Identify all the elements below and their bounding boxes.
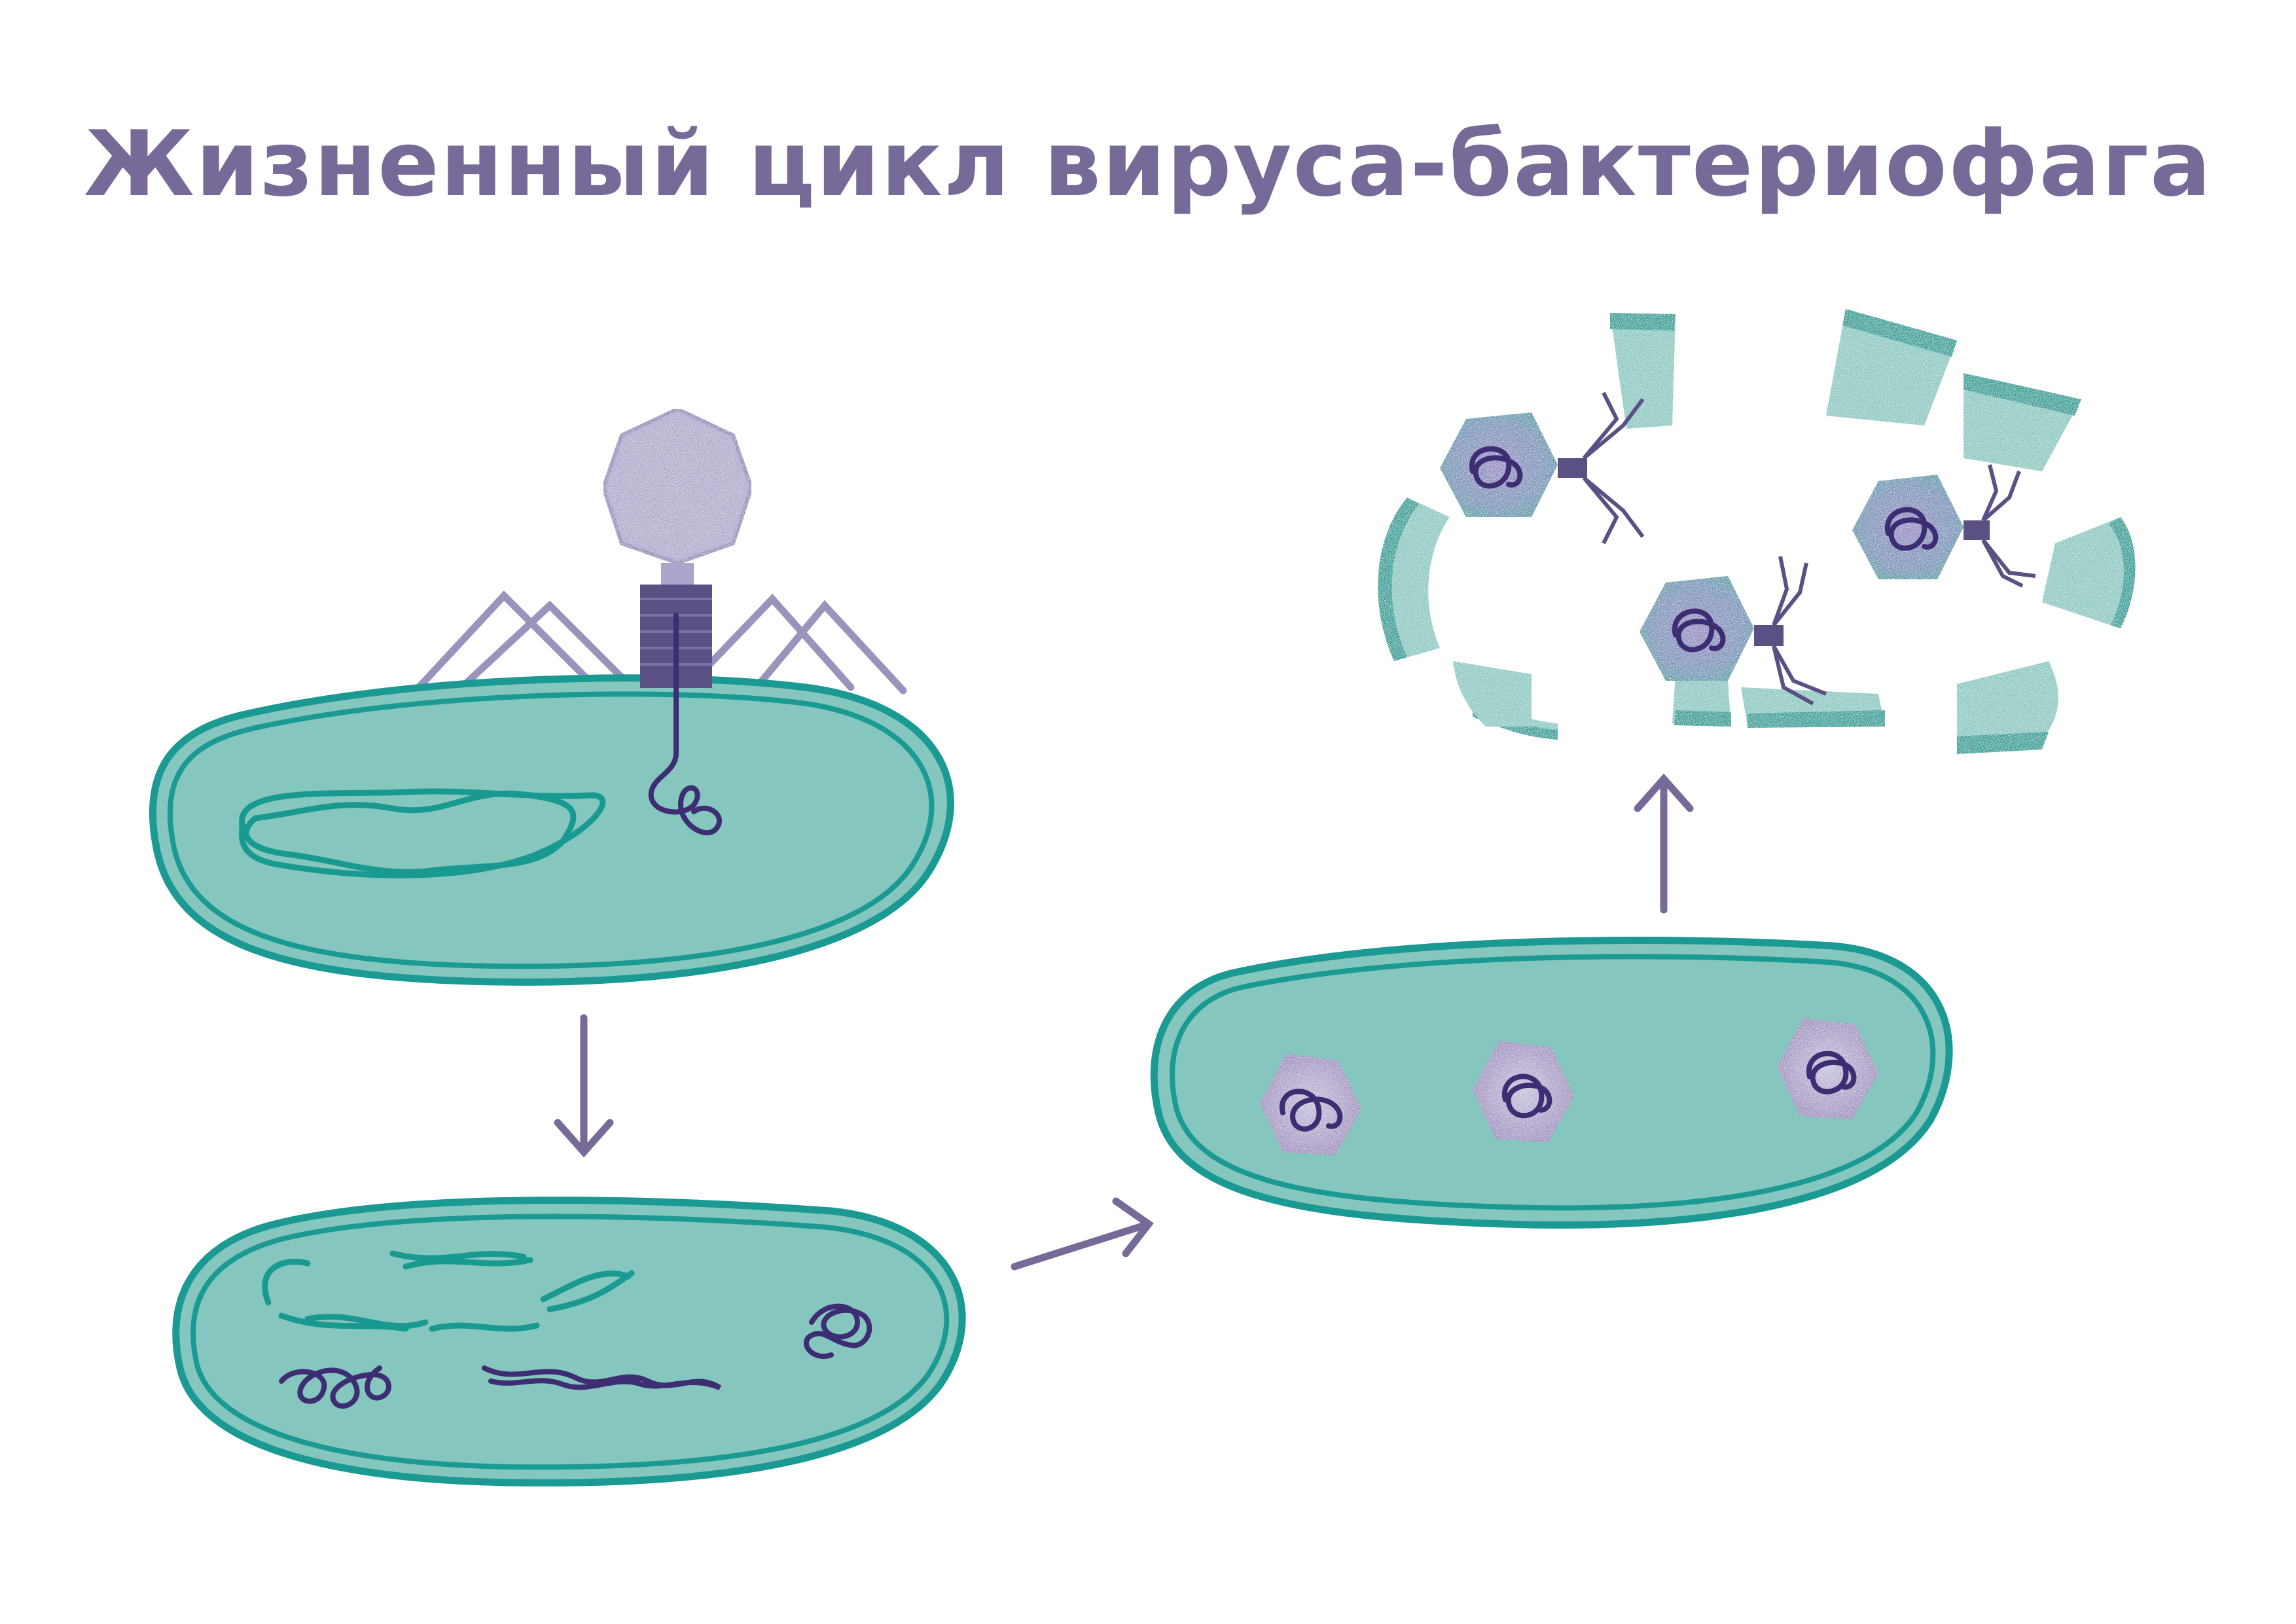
capsid-with-dna-icon (1777, 1018, 1878, 1119)
capsid-with-dna-icon (1260, 1054, 1361, 1155)
new-phage-icon (1440, 391, 1645, 545)
cell-wall-fragment-icon (1378, 309, 2136, 754)
diagonal-up-right-arrow-icon (1011, 1197, 1154, 1271)
phage-legs-icon (415, 590, 907, 695)
new-phage-icon (1640, 556, 1827, 706)
stage-assembly (1150, 936, 1953, 1229)
viral-dna-icon (648, 613, 722, 836)
new-phage-icon (1852, 464, 2036, 588)
diagram-title: Жизненный цикл вируса-бактериофага (84, 111, 2212, 217)
stage-lysis (1378, 309, 2136, 754)
down-arrow-icon (554, 1014, 614, 1158)
stage-attachment (149, 406, 954, 986)
capsid-with-dna-icon (1473, 1041, 1574, 1142)
up-arrow-icon (1634, 773, 1694, 914)
stage-replication (172, 1197, 966, 1487)
bacterium-icon (172, 1197, 966, 1487)
fragmented-chromosome-icon (262, 1250, 635, 1332)
viral-dna-copies-icon (279, 1303, 872, 1409)
bacterial-chromosome-icon (238, 788, 606, 878)
bacterium-icon (149, 674, 954, 986)
